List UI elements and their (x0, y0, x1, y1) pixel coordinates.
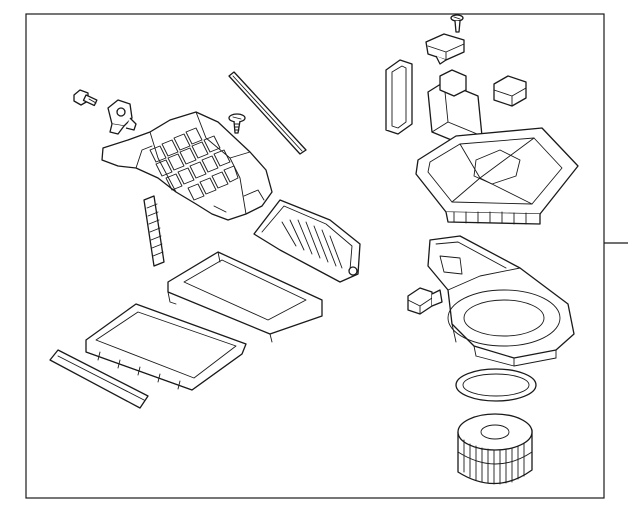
actuator-small-icon (107, 99, 137, 135)
blower-motor-fan-icon (457, 413, 533, 485)
screw-top-icon (450, 14, 464, 33)
filter-cover-icon (253, 199, 361, 283)
blower-upper-case-icon (415, 69, 579, 225)
seal-ring-vertical-icon (385, 59, 413, 135)
connector-small-icon (407, 287, 443, 315)
resistor-icon (493, 75, 527, 107)
cabin-air-filter-icon (85, 303, 247, 391)
gasket-ring-icon (455, 368, 537, 402)
actuator-top-icon (425, 33, 465, 65)
screw-center-icon (228, 113, 246, 134)
seal-strip-bottom-icon (49, 349, 149, 409)
intake-duct-icon (101, 111, 273, 221)
filter-frame-icon (167, 251, 323, 343)
bolt-left-icon (73, 89, 98, 107)
filter-door-small-icon (143, 195, 165, 267)
seal-strip-diagonal-icon (228, 71, 307, 155)
blower-lower-case-icon (427, 235, 575, 367)
